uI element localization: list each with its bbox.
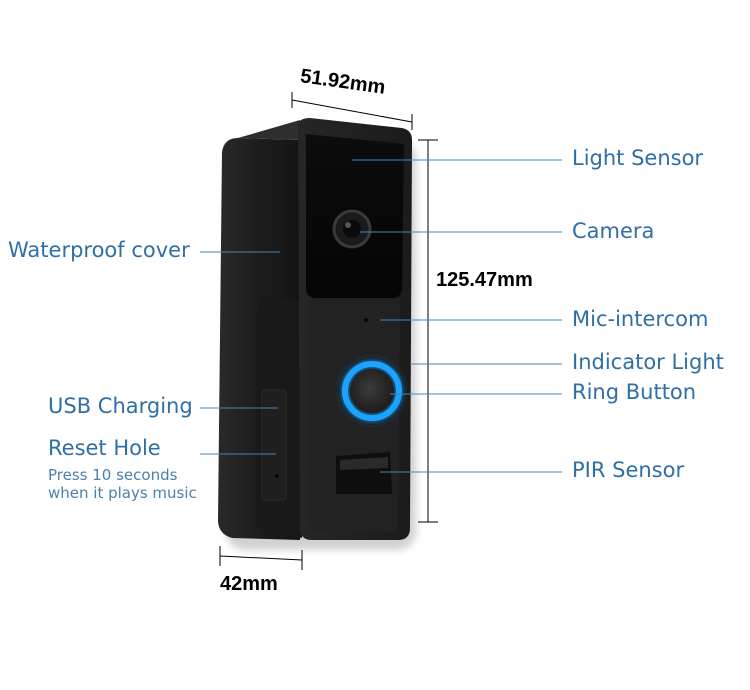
camera-lens-highlight [345,222,351,228]
depth-label: 42mm [220,573,278,595]
ring-button [350,369,394,413]
cover-top-edge [238,120,302,140]
indicator-light-ring [342,361,402,421]
label-camera: Camera [572,219,655,243]
mic-hole [364,318,368,322]
depth-dimension-line [219,555,303,561]
label-mic-intercom: Mic-intercom [572,307,709,331]
label-pir-sensor: PIR Sensor [572,458,685,482]
label-waterproof-cover: Waterproof cover [8,238,190,262]
leader-lines-left [200,251,280,455]
label-reset-note-line1: Press 10 seconds [48,466,178,484]
reset-hole [275,474,279,478]
height-label: 125.47mm [436,269,533,291]
side-port-panel [261,389,287,501]
label-indicator-light: Indicator Light [572,350,724,374]
leader-lines-right [352,159,562,473]
label-usb-charging: USB Charging [48,394,193,418]
label-reset-note-line2: when it plays music [48,484,197,502]
label-reset-hole: Reset Hole [48,436,161,460]
top-width-dimension-line [291,99,413,123]
label-ring-button: Ring Button [572,380,697,404]
pir-sensor-band [340,457,388,470]
camera-lens-inner [343,220,361,238]
label-light-sensor: Light Sensor [572,146,704,170]
